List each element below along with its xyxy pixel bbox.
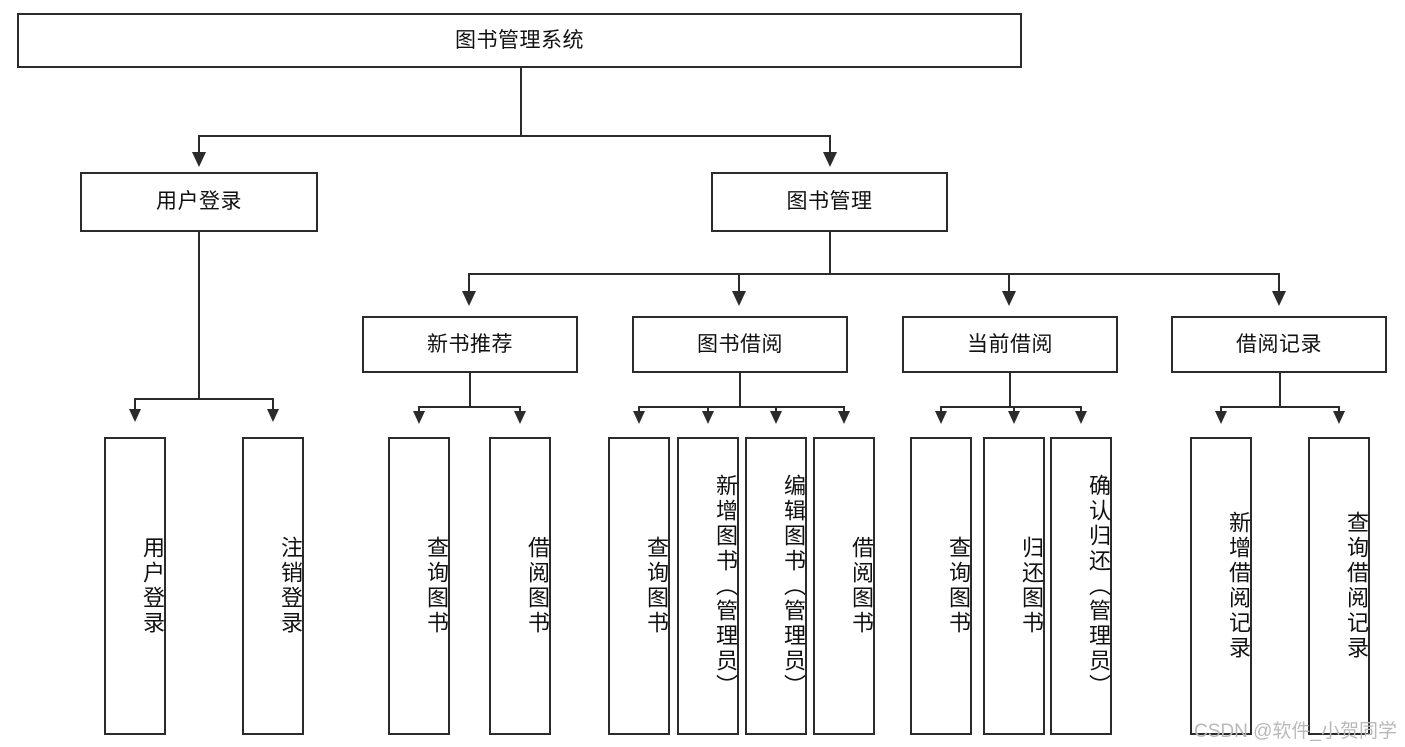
- connector-borrow-stem: [739, 373, 741, 407]
- connector-recommend-stem: [469, 373, 471, 407]
- connector-user-login-drop-1: [134, 398, 136, 410]
- node-leaf-label: 查询图书: [424, 536, 449, 636]
- arrow-to-leaf-logout: [267, 409, 279, 422]
- node-leaf-edit-book-admin[interactable]: 编辑图书（管理员）: [745, 437, 807, 735]
- arrow-borrow-leaf-4: [838, 411, 850, 424]
- node-leaf-return-book[interactable]: 归还图书: [983, 437, 1045, 735]
- connector-level3-bus: [468, 273, 1280, 275]
- arrow-recommend-leaf-2: [514, 411, 526, 424]
- arrow-to-current-borrow: [1002, 291, 1016, 306]
- connector-book-management-stem: [829, 232, 831, 275]
- node-leaf-confirm-return-admin[interactable]: 确认归还（管理员）: [1050, 437, 1112, 735]
- node-current-borrow[interactable]: 当前借阅: [902, 316, 1118, 373]
- connector-record-bus: [1220, 406, 1339, 408]
- node-leaf-borrow-book-recommend[interactable]: 借阅图书: [489, 437, 551, 735]
- connector-current-drop-2: [1013, 406, 1015, 412]
- node-leaf-borrow-book[interactable]: 借阅图书: [813, 437, 875, 735]
- node-leaf-label: 借阅图书: [525, 536, 550, 636]
- node-leaf-query-book-borrow[interactable]: 查询图书: [608, 437, 670, 735]
- connector-level3-drop-2: [738, 273, 740, 293]
- node-leaf-user-login[interactable]: 用户登录: [104, 437, 166, 735]
- connector-recommend-drop-2: [519, 406, 521, 412]
- node-book-management[interactable]: 图书管理: [711, 172, 948, 232]
- node-leaf-label: 注销登录: [278, 536, 303, 636]
- connector-borrow-drop-2: [707, 406, 709, 412]
- arrow-borrow-leaf-3: [770, 411, 782, 424]
- node-leaf-label: 查询图书: [946, 536, 971, 636]
- connector-recommend-bus: [418, 406, 520, 408]
- connector-current-drop-3: [1080, 406, 1082, 412]
- connector-user-login-drop-2: [272, 398, 274, 410]
- connector-borrow-drop-1: [638, 406, 640, 412]
- connector-user-login-stem: [198, 232, 200, 400]
- node-leaf-label: 借阅图书: [849, 536, 874, 636]
- arrow-current-leaf-1: [935, 411, 947, 424]
- arrow-record-leaf-2: [1333, 411, 1345, 424]
- node-leaf-add-borrow-record[interactable]: 新增借阅记录: [1190, 437, 1252, 735]
- arrow-to-leaf-user-login: [129, 409, 141, 422]
- node-leaf-label: 归还图书: [1019, 536, 1044, 636]
- arrow-to-borrow-record: [1272, 291, 1286, 306]
- connector-level3-drop-4: [1278, 273, 1280, 293]
- connector-record-drop-1: [1220, 406, 1222, 412]
- connector-current-drop-1: [940, 406, 942, 412]
- arrow-to-book-management: [823, 152, 837, 167]
- node-book-borrow[interactable]: 图书借阅: [632, 316, 848, 373]
- arrow-borrow-leaf-2: [702, 411, 714, 424]
- node-leaf-logout[interactable]: 注销登录: [242, 437, 304, 735]
- node-leaf-query-borrow-record[interactable]: 查询借阅记录: [1308, 437, 1370, 735]
- arrow-recommend-leaf-1: [413, 411, 425, 424]
- connector-level2-bus: [198, 135, 831, 137]
- arrow-to-user-login: [192, 152, 206, 167]
- connector-level3-drop-1: [468, 273, 470, 293]
- connector-record-drop-2: [1338, 406, 1340, 412]
- arrow-current-leaf-3: [1075, 411, 1087, 424]
- connector-current-stem: [1009, 373, 1011, 407]
- node-leaf-query-book-current[interactable]: 查询图书: [910, 437, 972, 735]
- connector-record-stem: [1279, 373, 1281, 407]
- arrow-to-new-book-recommend: [462, 291, 476, 306]
- arrow-record-leaf-1: [1215, 411, 1227, 424]
- arrow-to-book-borrow: [732, 291, 746, 306]
- connector-borrow-bus: [638, 406, 844, 408]
- node-leaf-label: 查询借阅记录: [1344, 511, 1369, 661]
- node-leaf-label: 新增借阅记录: [1226, 511, 1251, 661]
- node-book-management-system[interactable]: 图书管理系统: [17, 13, 1022, 68]
- node-leaf-query-book-recommend[interactable]: 查询图书: [388, 437, 450, 735]
- arrow-borrow-leaf-1: [633, 411, 645, 424]
- connector-borrow-drop-4: [843, 406, 845, 412]
- connector-level2-drop-1: [198, 135, 200, 154]
- node-new-book-recommend[interactable]: 新书推荐: [362, 316, 578, 373]
- connector-level2-drop-2: [829, 135, 831, 154]
- node-leaf-label: 编辑图书（管理员）: [781, 473, 806, 699]
- node-leaf-label: 新增图书（管理员）: [713, 473, 738, 699]
- connector-current-bus: [940, 406, 1081, 408]
- arrow-current-leaf-2: [1008, 411, 1020, 424]
- connector-recommend-drop-1: [418, 406, 420, 412]
- node-leaf-label: 用户登录: [140, 536, 165, 636]
- node-leaf-label: 查询图书: [644, 536, 669, 636]
- node-user-login[interactable]: 用户登录: [80, 172, 318, 232]
- connector-borrow-drop-3: [775, 406, 777, 412]
- node-leaf-add-book-admin[interactable]: 新增图书（管理员）: [677, 437, 739, 735]
- connector-user-login-bus: [134, 398, 274, 400]
- connector-root-stem: [520, 68, 522, 135]
- node-leaf-label: 确认归还（管理员）: [1086, 473, 1111, 699]
- connector-level3-drop-3: [1008, 273, 1010, 293]
- node-borrow-record[interactable]: 借阅记录: [1171, 316, 1387, 373]
